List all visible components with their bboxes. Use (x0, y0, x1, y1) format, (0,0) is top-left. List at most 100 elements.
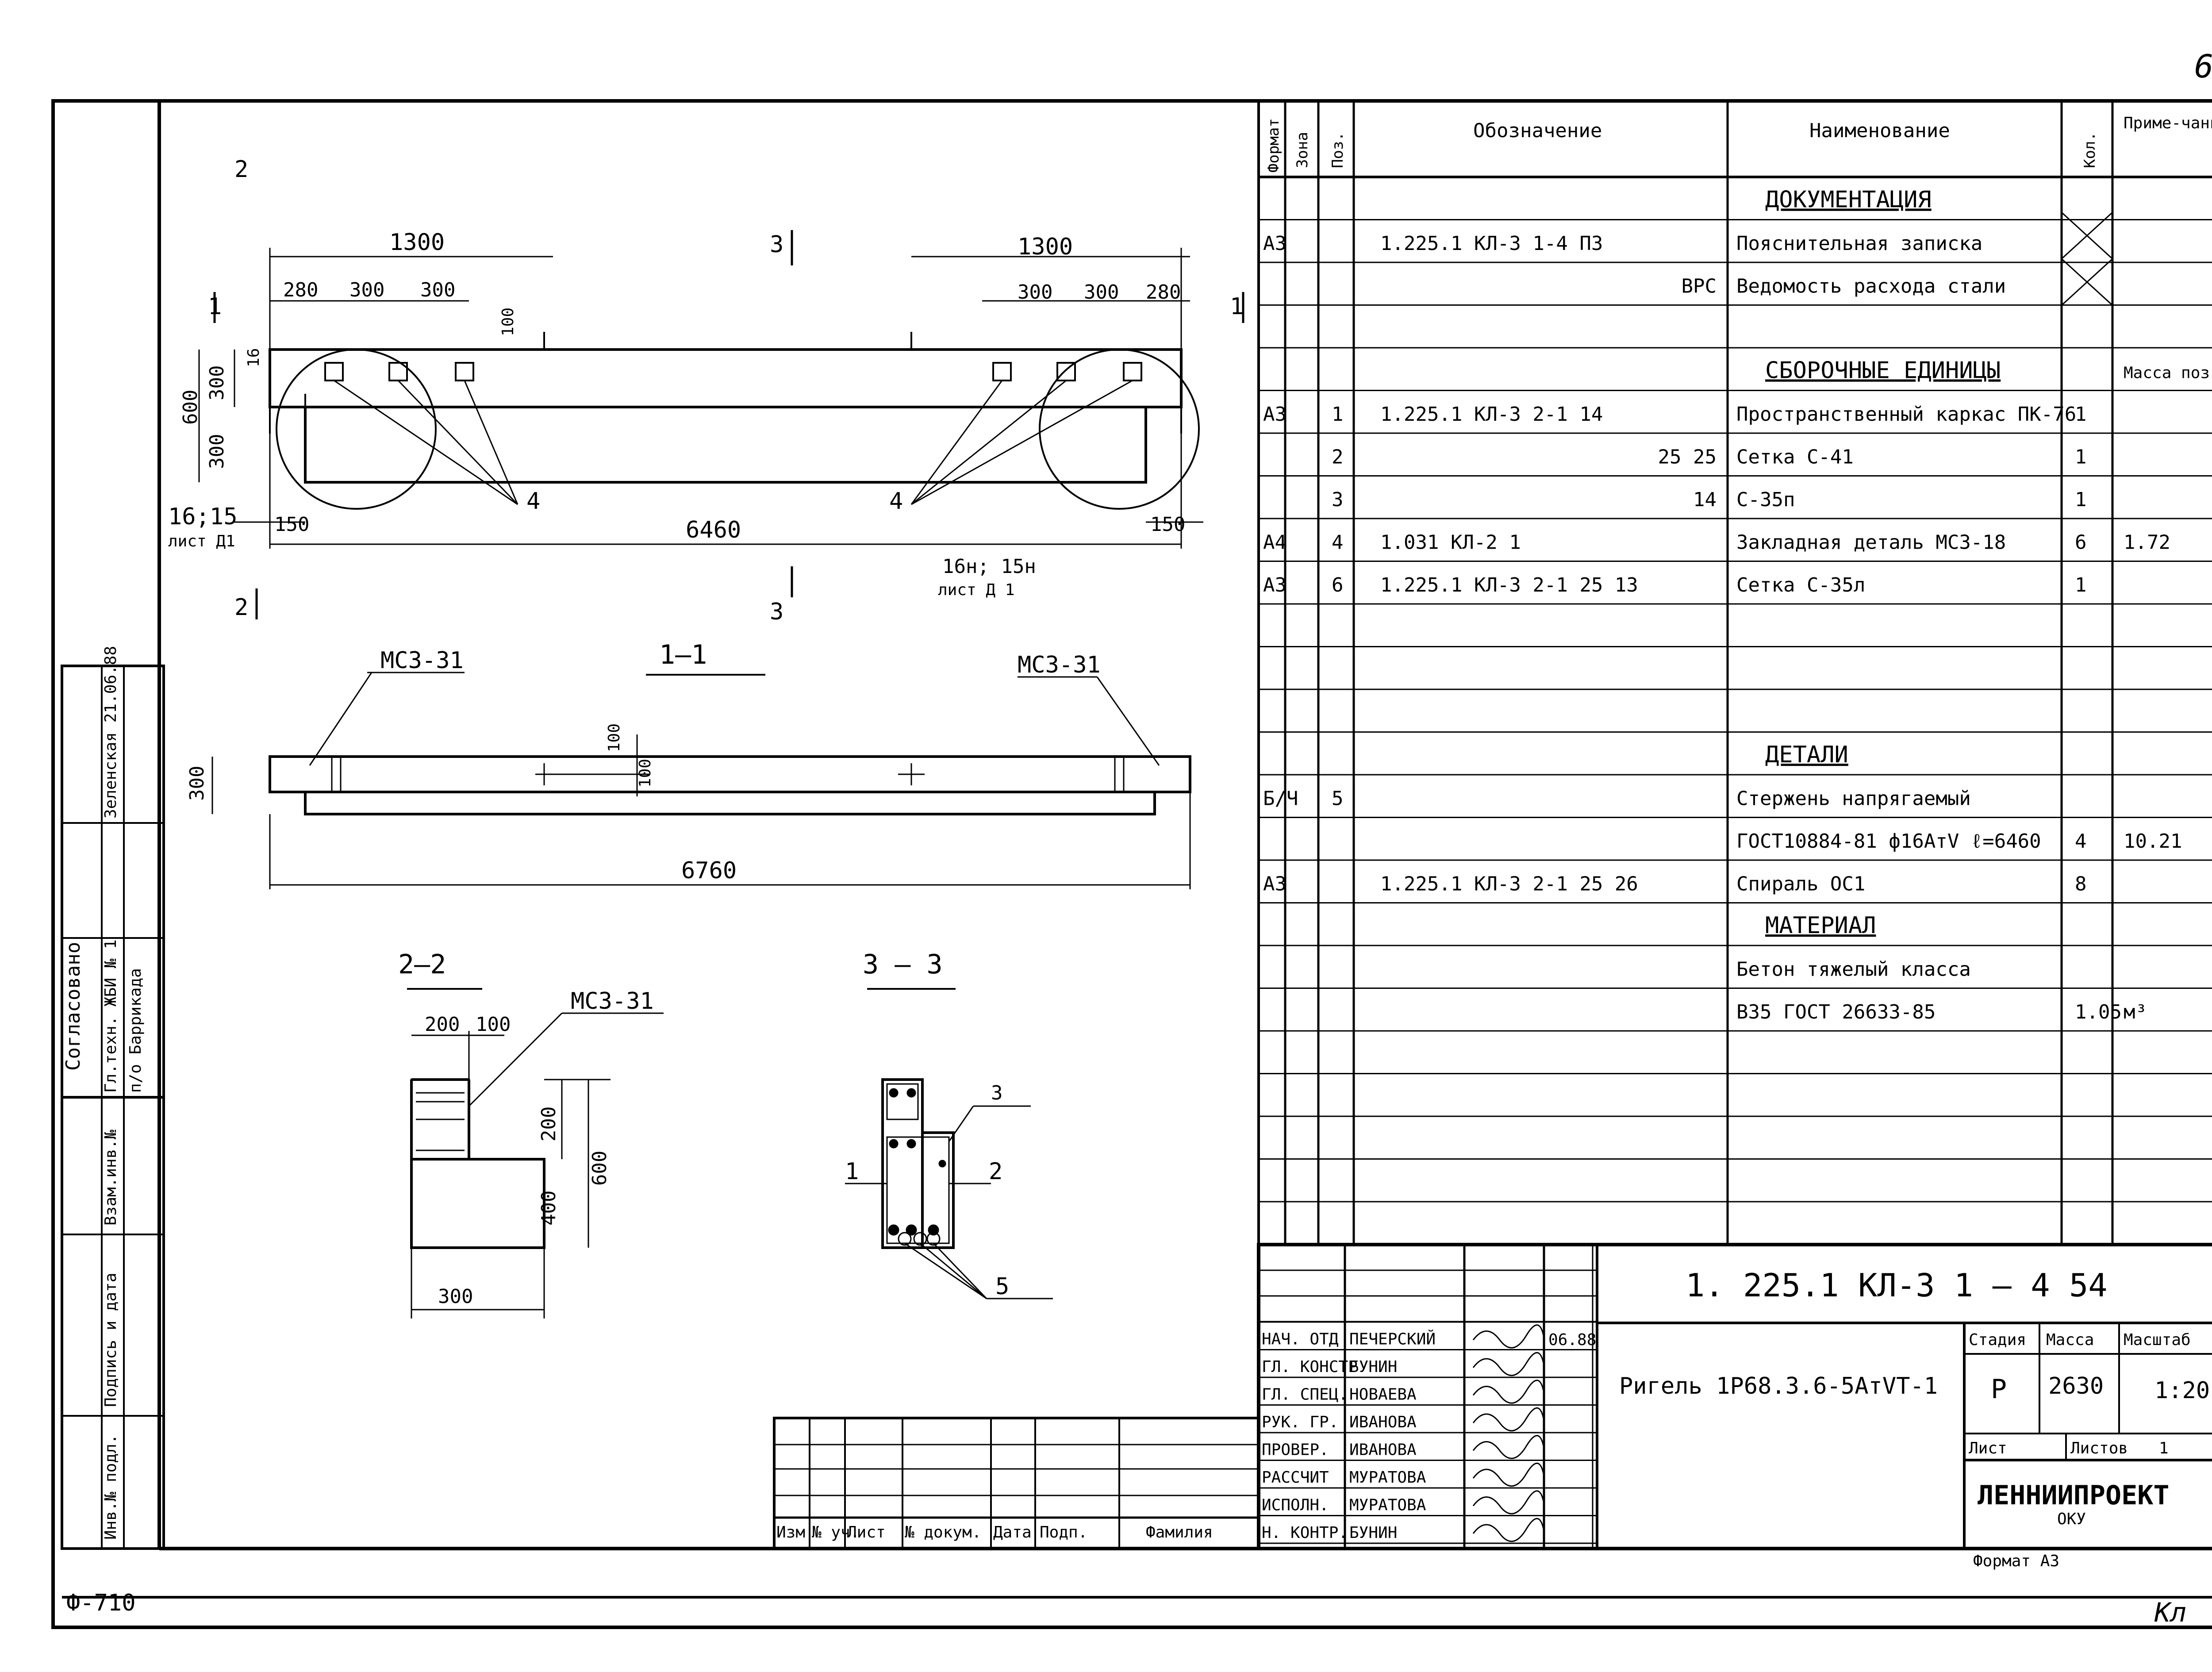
svg-text:300: 300 (206, 365, 228, 400)
spec-cell-note: 1.72 (2124, 531, 2170, 554)
signer-role: РУК. ГР. (1262, 1413, 1338, 1431)
svg-text:2: 2 (989, 1158, 1002, 1185)
spec-cell-qty: 1 (2075, 574, 2087, 596)
svg-text:МС3-31: МС3-31 (571, 988, 654, 1015)
svg-text:Масса: Масса (2046, 1331, 2094, 1349)
svg-text:лист Д 1: лист Д 1 (938, 581, 1014, 599)
agreed-line-1: Гл.техн. ЖБИ № 1 (102, 939, 120, 1093)
signer-role: НАЧ. ОТД (1262, 1330, 1339, 1349)
spec-cell-name: Сетка С-41 (1736, 446, 1854, 469)
signer-name: ПЕЧЕРСКИЙ (1349, 1330, 1436, 1349)
svg-text:16: 16 (245, 348, 263, 367)
spec-cell-name: ГОСТ10884-81 ф16АтV ℓ=6460 (1736, 830, 2041, 853)
spec-cell-name: Сетка С-35л (1736, 574, 1865, 596)
svg-text:300: 300 (206, 434, 228, 469)
signature (1472, 1407, 1545, 1432)
signer-role: ГЛ. СПЕЦ. (1262, 1386, 1348, 1404)
svg-text:5: 5 (995, 1273, 1009, 1300)
spec-cell-pos: 2 (1332, 446, 1344, 469)
svg-text:200: 200 (425, 1013, 460, 1036)
change-header: Изм (776, 1523, 805, 1541)
spec-cell-pos: 1 (1332, 403, 1344, 426)
stage-value: Р (1991, 1374, 2007, 1405)
spec-cell-designation: 25 25 (1658, 446, 1717, 469)
signer-name: ИВАНОВА (1349, 1441, 1417, 1459)
bottom-right-code: Кл (2154, 1597, 2186, 1628)
section-1-1-labels: 1—1 МС3-31 МС3-31 300 100 100 6760 (186, 639, 1101, 884)
spec-cell-note: 10.21 (2124, 830, 2182, 853)
section-3-3 (845, 988, 1053, 1299)
svg-text:Масштаб: Масштаб (2124, 1331, 2191, 1349)
spec-table-headers: Формат Зона Поз. Обозначение Наименовани… (1265, 114, 2212, 173)
spec-cell-designation: 1.225.1 КЛ-3 1-4 ПЗ (1380, 232, 1603, 255)
spec-cell-pos: 3 (1332, 488, 1344, 511)
svg-text:300: 300 (420, 279, 455, 301)
spec-cell-pos: 4 (1332, 531, 1344, 554)
doc-code: 1. 225.1 КЛ-3 1 — 4 54 (1686, 1267, 2108, 1304)
svg-text:280: 280 (283, 279, 318, 301)
spec-cell-format: А3 (1263, 403, 1286, 426)
header-note: Приме-чание (2124, 114, 2212, 132)
inv-orig-label: Инв.№ подл. (102, 1434, 120, 1540)
signer-role: РАССЧИТ (1262, 1468, 1329, 1487)
date: 06.88 (1548, 1331, 1596, 1349)
signer-name: МУРАТОВА (1349, 1468, 1426, 1487)
header-designation: Обозначение (1473, 119, 1602, 142)
svg-text:200: 200 (538, 1107, 560, 1142)
spec-cell-qty: 1.05 (2075, 1001, 2122, 1023)
section-mark-2-top: 2 (234, 156, 248, 183)
signature (1472, 1324, 1545, 1349)
spec-cell-designation: 1.225.1 КЛ-3 2-1 25 26 (1380, 873, 1638, 896)
spec-cell-name: СБОРОЧНЫЕ ЕДИНИЦЫ (1765, 357, 2001, 384)
spec-cell-qty: 4 (2075, 830, 2087, 853)
agreed-label: Согласовано (62, 942, 84, 1071)
left-margin-stamp: Согласовано Гл.техн. ЖБИ № 1 п/о Баррика… (61, 646, 165, 1550)
svg-text:300: 300 (438, 1285, 473, 1308)
spec-cell-name: Стержень напрягаемый (1736, 788, 1971, 810)
spec-cell-format: А3 (1263, 232, 1286, 255)
agreed-line-3: Зеленская 21.06.88 (102, 646, 120, 819)
title-block (1257, 1243, 2212, 1550)
section-mark-3-bottom: 3 (770, 599, 783, 625)
change-header: Подп. (1040, 1523, 1087, 1541)
spec-cell-format: А3 (1263, 873, 1286, 896)
title-block-text: 1. 225.1 КЛ-3 1 — 4 54 Ригель 1Р68.3.6-5… (1548, 1267, 2210, 1528)
front-view-dims: 1300 1300 280 300 300 300 300 280 100 60… (168, 156, 1244, 625)
section-mark-3-top: 3 (770, 231, 783, 258)
page-number: 65 (2194, 48, 2212, 85)
svg-text:лист Д1: лист Д1 (168, 532, 235, 550)
front-view (198, 230, 1244, 619)
agreed-line-2: п/о Баррикада (127, 968, 145, 1093)
spec-cell-name: Пространственный каркас ПК-76 (1736, 403, 2076, 426)
signer-role: ИСПОЛН. (1262, 1496, 1329, 1514)
section-2-2-labels: 2—2 МС3-31 200 100 200 400 600 300 (398, 949, 654, 1308)
svg-text:100: 100 (636, 759, 654, 788)
spec-cell-qty: 6 (2075, 531, 2087, 554)
replace-inv-label: Взам.инв.№ (102, 1130, 120, 1226)
spec-cell-pos: 6 (1332, 574, 1344, 596)
change-header: № докум. (904, 1523, 981, 1541)
section-2-2-title: 2—2 (398, 949, 446, 980)
scale-value: 1:20 (2154, 1377, 2210, 1404)
header-format: Формат (1265, 118, 1283, 173)
svg-text:600: 600 (179, 390, 202, 425)
svg-text:Листов: Листов (2070, 1439, 2128, 1457)
spec-cell-designation: 1.031 КЛ-2 1 (1380, 531, 1521, 554)
spec-cell-name: ДЕТАЛИ (1765, 742, 1848, 768)
spec-cell-name: Спираль ОС1 (1736, 873, 1865, 896)
spec-cell-name: С-35п (1736, 488, 1795, 511)
svg-text:150: 150 (274, 513, 309, 536)
spec-cell-designation: 14 (1693, 488, 1717, 511)
section-2-2 (407, 988, 664, 1318)
svg-text:1300: 1300 (1018, 234, 1073, 260)
spec-cell-qty: 8 (2075, 873, 2087, 896)
spec-cell-name: МАТЕРИАЛ (1765, 912, 1876, 939)
signer-name: МУРАТОВА (1349, 1496, 1426, 1514)
svg-text:ОКУ: ОКУ (2057, 1510, 2086, 1528)
svg-text:4: 4 (526, 488, 540, 515)
section-1-1-title: 1—1 (659, 639, 707, 670)
signature (1472, 1462, 1545, 1487)
